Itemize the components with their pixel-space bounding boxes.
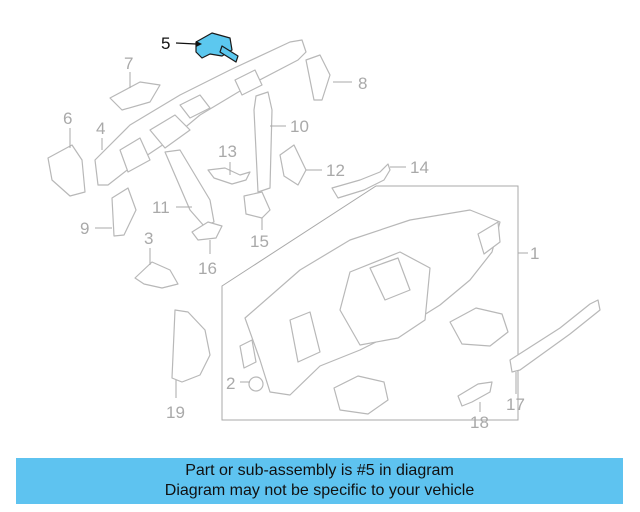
callout-9[interactable]: 9 xyxy=(80,219,89,238)
part-9-bracket[interactable] xyxy=(111,187,137,237)
callout-19[interactable]: 19 xyxy=(166,403,185,422)
caption-line-1: Part or sub-assembly is #5 in diagram xyxy=(185,462,454,479)
callout-1[interactable]: 1 xyxy=(530,244,539,263)
part-2-clip[interactable] xyxy=(239,339,257,369)
callout-14[interactable]: 14 xyxy=(410,158,429,177)
parts-diagram: 1 2 3 4 5 6 7 8 9 10 11 12 13 14 15 16 1… xyxy=(47,32,601,432)
callout-16[interactable]: 16 xyxy=(198,259,217,278)
callout-13[interactable]: 13 xyxy=(218,142,237,161)
part-14-rail[interactable] xyxy=(331,163,391,199)
part-19-end-cap[interactable] xyxy=(171,309,211,383)
callout-12[interactable]: 12 xyxy=(326,161,345,180)
callout-17[interactable]: 17 xyxy=(506,395,525,414)
callout-8[interactable]: 8 xyxy=(358,74,367,93)
callout-11[interactable]: 11 xyxy=(152,198,170,217)
vent-right[interactable] xyxy=(449,307,509,347)
part-16-clip[interactable] xyxy=(191,221,223,241)
part-15-bracket[interactable] xyxy=(243,191,271,219)
leader-5 xyxy=(175,42,197,45)
callout-6[interactable]: 6 xyxy=(63,109,72,128)
vent-center[interactable] xyxy=(333,375,389,415)
callout-5[interactable]: 5 xyxy=(161,34,170,53)
part-10-pillar[interactable] xyxy=(253,91,273,193)
caption-line-2: Diagram may not be specific to your vehi… xyxy=(164,482,475,499)
callout-18[interactable]: 18 xyxy=(470,413,489,432)
cross-car-beam xyxy=(94,39,307,186)
part-2-grommet[interactable] xyxy=(248,376,264,392)
part-6-bracket[interactable] xyxy=(47,144,86,197)
leader-5-arrowhead xyxy=(196,41,202,47)
part-8-brace[interactable] xyxy=(305,54,331,101)
callout-15[interactable]: 15 xyxy=(250,232,269,251)
part-3-bracket[interactable] xyxy=(134,261,179,289)
diagram-note-banner: Part or sub-assembly is #5 in diagram Di… xyxy=(16,458,623,504)
callout-2[interactable]: 2 xyxy=(226,374,235,393)
callout-10[interactable]: 10 xyxy=(290,117,309,136)
callout-4[interactable]: 4 xyxy=(96,119,105,138)
part-13-brace[interactable] xyxy=(207,167,251,185)
part-12-bracket[interactable] xyxy=(279,144,307,186)
part-18-bracket[interactable] xyxy=(457,381,493,407)
callout-3[interactable]: 3 xyxy=(144,229,153,248)
part-7-bracket[interactable] xyxy=(109,81,161,111)
part-5-bracket[interactable] xyxy=(195,32,239,63)
part-11-stay[interactable] xyxy=(164,149,215,227)
part-17-reinforcement[interactable] xyxy=(509,299,601,373)
part-1-instrument-panel[interactable] xyxy=(221,185,519,421)
callout-7[interactable]: 7 xyxy=(124,54,133,73)
